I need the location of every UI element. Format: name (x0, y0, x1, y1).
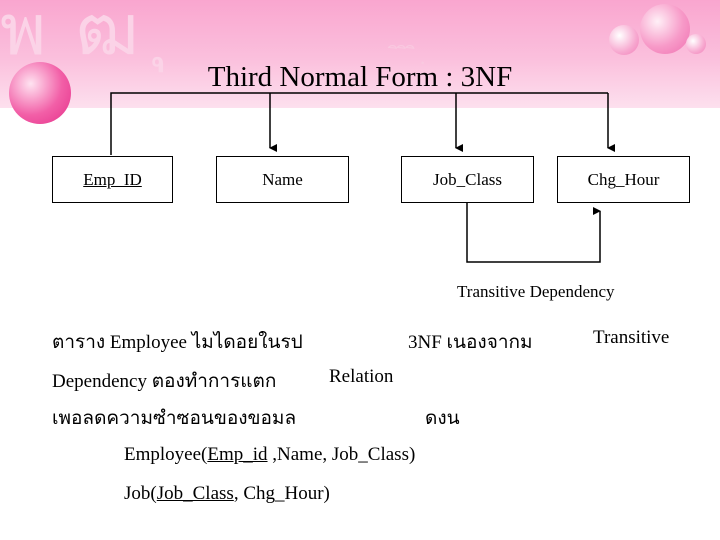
decorative-bubble (640, 4, 690, 54)
attr-label: Emp_ID (83, 169, 142, 189)
relation-name: Job( (124, 483, 157, 504)
relation-job: Job(Job_Class, Chg_Hour) (124, 483, 330, 505)
attr-box-chg-hour: Chg_Hour (557, 156, 690, 203)
transitive-arrow (466, 203, 601, 263)
attr-box-job-class: Job_Class (401, 156, 534, 203)
decorative-bubble (686, 34, 706, 54)
relation-attributes: ,Name, Job_Class) (267, 444, 416, 465)
body-text: 3NF เนองจากม (408, 332, 533, 353)
fd-line-top (110, 92, 608, 155)
primary-key: Job_Class (156, 483, 234, 504)
attr-box-name: Name (216, 156, 349, 203)
decorative-bubble (609, 25, 639, 55)
banner-watermark-small: ฺ ิ ิ ิ ฺ (390, 44, 427, 66)
relation-name: Employee( (124, 444, 208, 465)
slide-title: Third Normal Form : 3NF (207, 61, 513, 93)
attr-label: Job_Class (433, 169, 502, 189)
primary-key: Emp_id (207, 444, 268, 465)
header-banner: พ ฒ ุ ฺ ิ ิ ิ ฺ (0, 0, 720, 108)
decorative-bubble (9, 62, 71, 124)
attr-box-emp-id: Emp_ID (52, 156, 173, 203)
body-text: Relation (329, 366, 394, 387)
relation-employee: Employee(Emp_id ,Name, Job_Class) (124, 444, 415, 466)
body-text: ดงน (425, 408, 460, 429)
banner-watermark: พ ฒ ุ (0, 0, 175, 70)
body-text: เพอลดความซำซอนของขอมล (52, 408, 297, 429)
body-text: ตาราง Employee ไมไดอยในรป (52, 332, 303, 353)
body-text: Transitive (593, 327, 670, 348)
body-text: Dependency ตองทำการแตก (52, 371, 277, 392)
attr-label: Chg_Hour (587, 169, 660, 189)
attr-label: Name (262, 169, 303, 189)
transitive-dependency-label: Transitive Dependency (457, 282, 615, 301)
relation-attributes: , Chg_Hour) (233, 483, 330, 504)
